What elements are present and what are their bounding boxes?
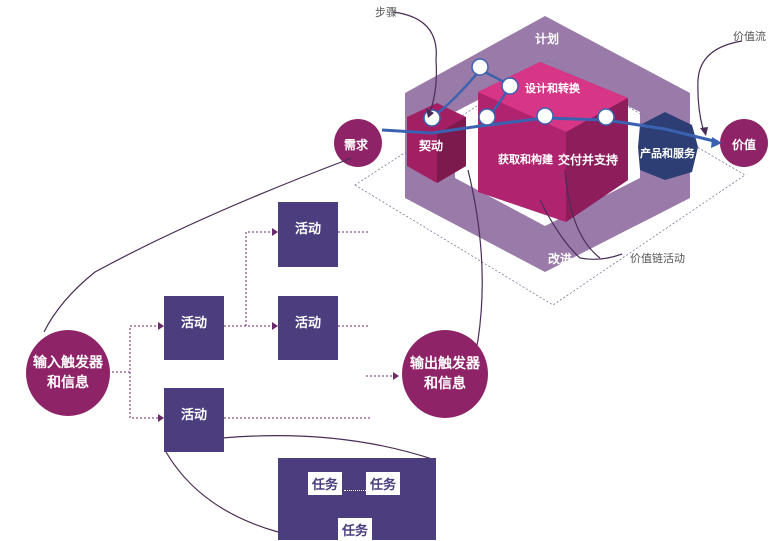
output-trigger-circle: 输出触发器 和信息 [402,330,488,418]
activity-box: 活动 [164,388,224,452]
activity-label: 活动 [294,316,321,331]
flow-arrowhead [711,137,722,148]
connector-demand [43,157,353,333]
products-services-label: 产品和服务 [640,147,695,160]
plan-label: 计划 [535,32,560,46]
products-hexagon [638,112,698,180]
task-connector [344,490,366,491]
step-callout [392,11,437,113]
activity-connectors [108,231,396,419]
value-chain-activities-label: 价值链活动 [630,252,685,265]
task-label: 任务 [338,518,373,541]
step-node [597,108,615,126]
step-node [501,77,519,95]
activity-box: 活动 [278,202,338,267]
value-stream-label: 价值流 [733,30,766,43]
deliver-support-label: 交付并支持 [558,153,619,167]
step-node [478,108,496,126]
demand-circle [334,119,382,167]
engage-label: 契动 [419,139,444,153]
step-label: 步骤 [375,6,397,19]
activity-label: 活动 [180,316,207,331]
activity-label: 活动 [294,222,321,237]
output-trigger-line2: 和信息 [424,376,466,392]
step-node [536,107,554,125]
improve-callout [539,199,623,260]
demand-label: 需求 [344,138,369,152]
obtain-build-label: 获取和构建 [498,153,553,166]
improve-label: 改进 [548,252,573,266]
task-box: 任务 任务 任务 [278,458,436,541]
value-circle [720,119,768,167]
central-cube-right [566,98,628,222]
input-trigger-circle: 输入触发器 和信息 [26,330,110,416]
value-label: 价值 [732,138,757,152]
design-transition-label: 设计和转换 [525,82,580,95]
input-trigger-line1: 输入触发器 [33,355,103,371]
activity-box: 活动 [278,296,338,360]
value-stream-callout [697,40,743,133]
task-label: 任务 [308,472,343,495]
input-trigger-line2: 和信息 [47,375,89,391]
output-trigger-line1: 输出触发器 [410,356,480,372]
activity-label: 活动 [180,408,207,423]
task-label: 任务 [366,472,401,495]
activity-box: 活动 [164,296,224,360]
step-node [471,58,489,76]
